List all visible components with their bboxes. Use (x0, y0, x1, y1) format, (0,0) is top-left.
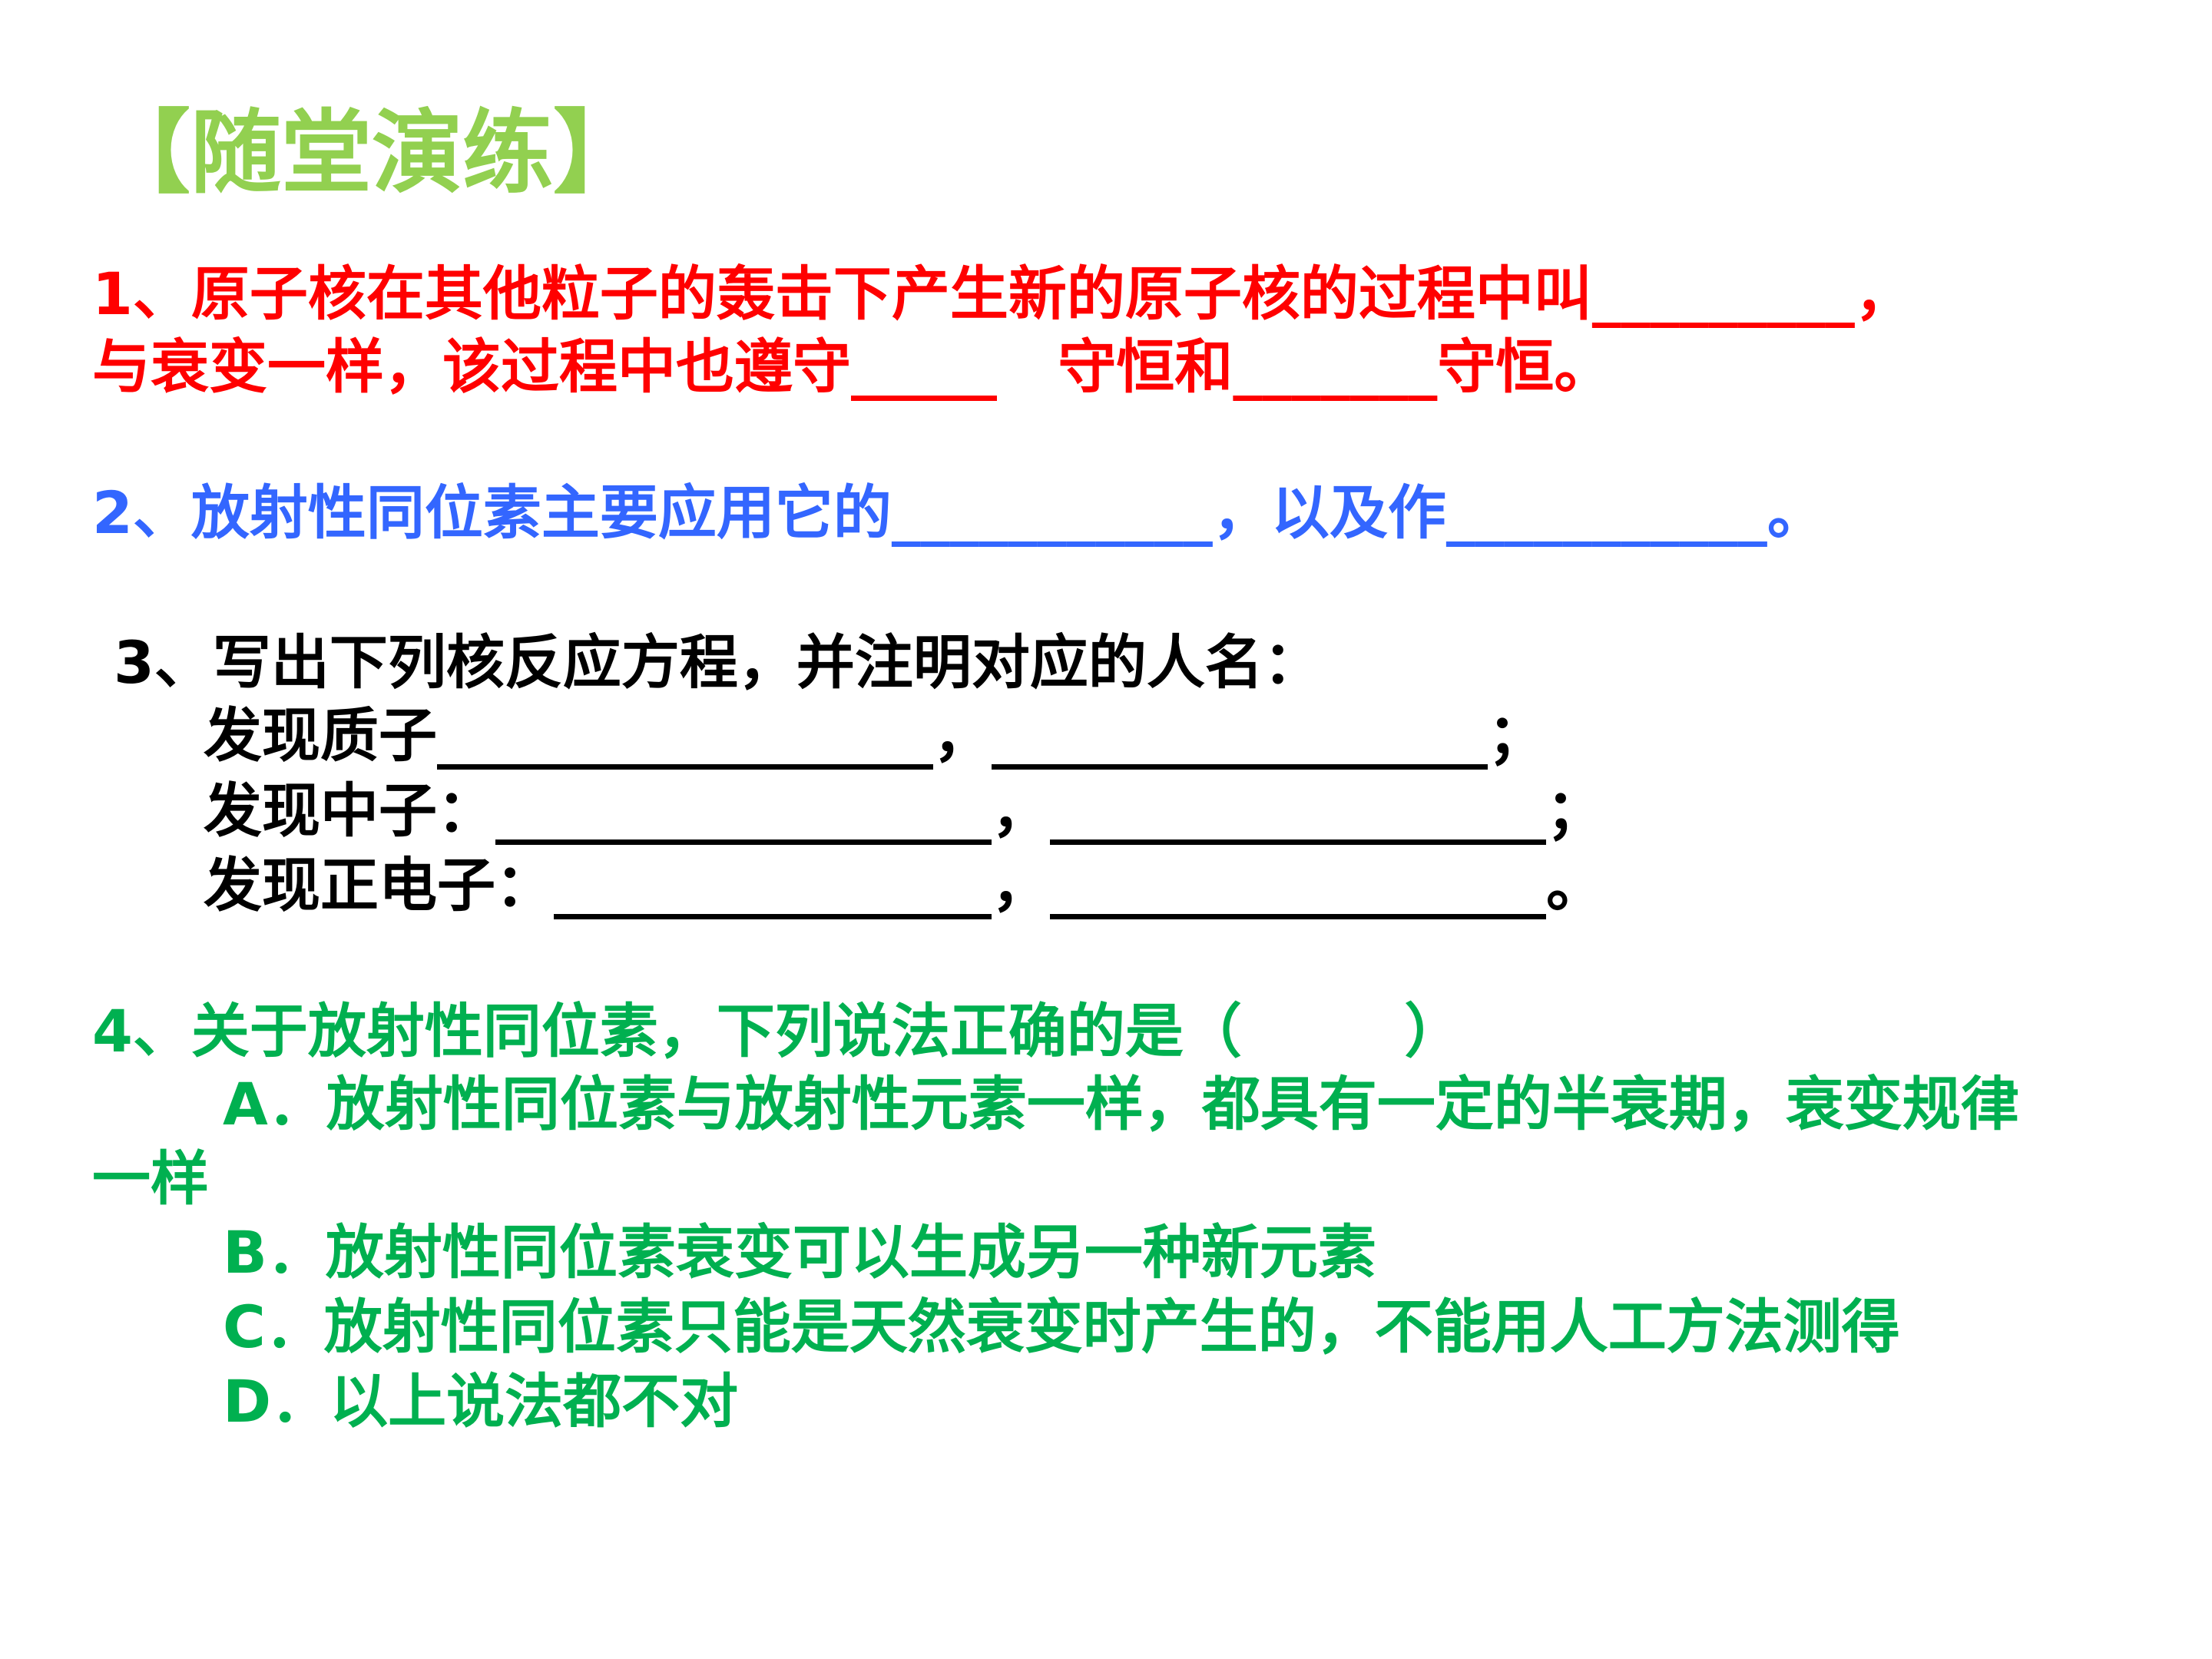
question-4-option-a-line-2: 一样 (92, 1144, 209, 1213)
question-4-option-c: C．放射性同位素只能是天然衰变时产生的，不能用人工方法测得 (223, 1293, 1900, 1361)
question-4-option-b: B．放射性同位素衰变可以生成另一种新元素 (223, 1218, 1376, 1286)
question-1-line-1: 1、原子核在其他粒子的轰击下产生新的原子核的过程中叫_________， (92, 260, 1913, 328)
question-3-neutron-line: 发现中子：_________________，_________________… (204, 777, 1604, 845)
question-4-stem: 4、关于放射性同位素，下列说法正确的是（ ） (92, 997, 1463, 1065)
question-4-option-a-line-1: A．放射性同位素与放射性元素一样，都具有一定的半衰期，衰变规律 (223, 1070, 2019, 1138)
question-3-positron-line: 发现正电子：_______________，_________________。 (204, 851, 1604, 919)
question-4-option-d: D．以上说法都不对 (223, 1367, 739, 1435)
question-1-line-2: 与衰变一样，该过程中也遵守_____ 守恒和_______守恒。 (92, 333, 1613, 401)
question-2-line-1: 2、放射性同位素主要应用它的___________，以及作___________… (92, 478, 1826, 547)
question-3-stem: 3、写出下列核反应方程，并注明对应的人名： (114, 628, 1322, 697)
question-3-proton-line: 发现质子_________________，_________________； (204, 701, 1546, 770)
section-title: 【随堂演练】 (100, 100, 644, 206)
